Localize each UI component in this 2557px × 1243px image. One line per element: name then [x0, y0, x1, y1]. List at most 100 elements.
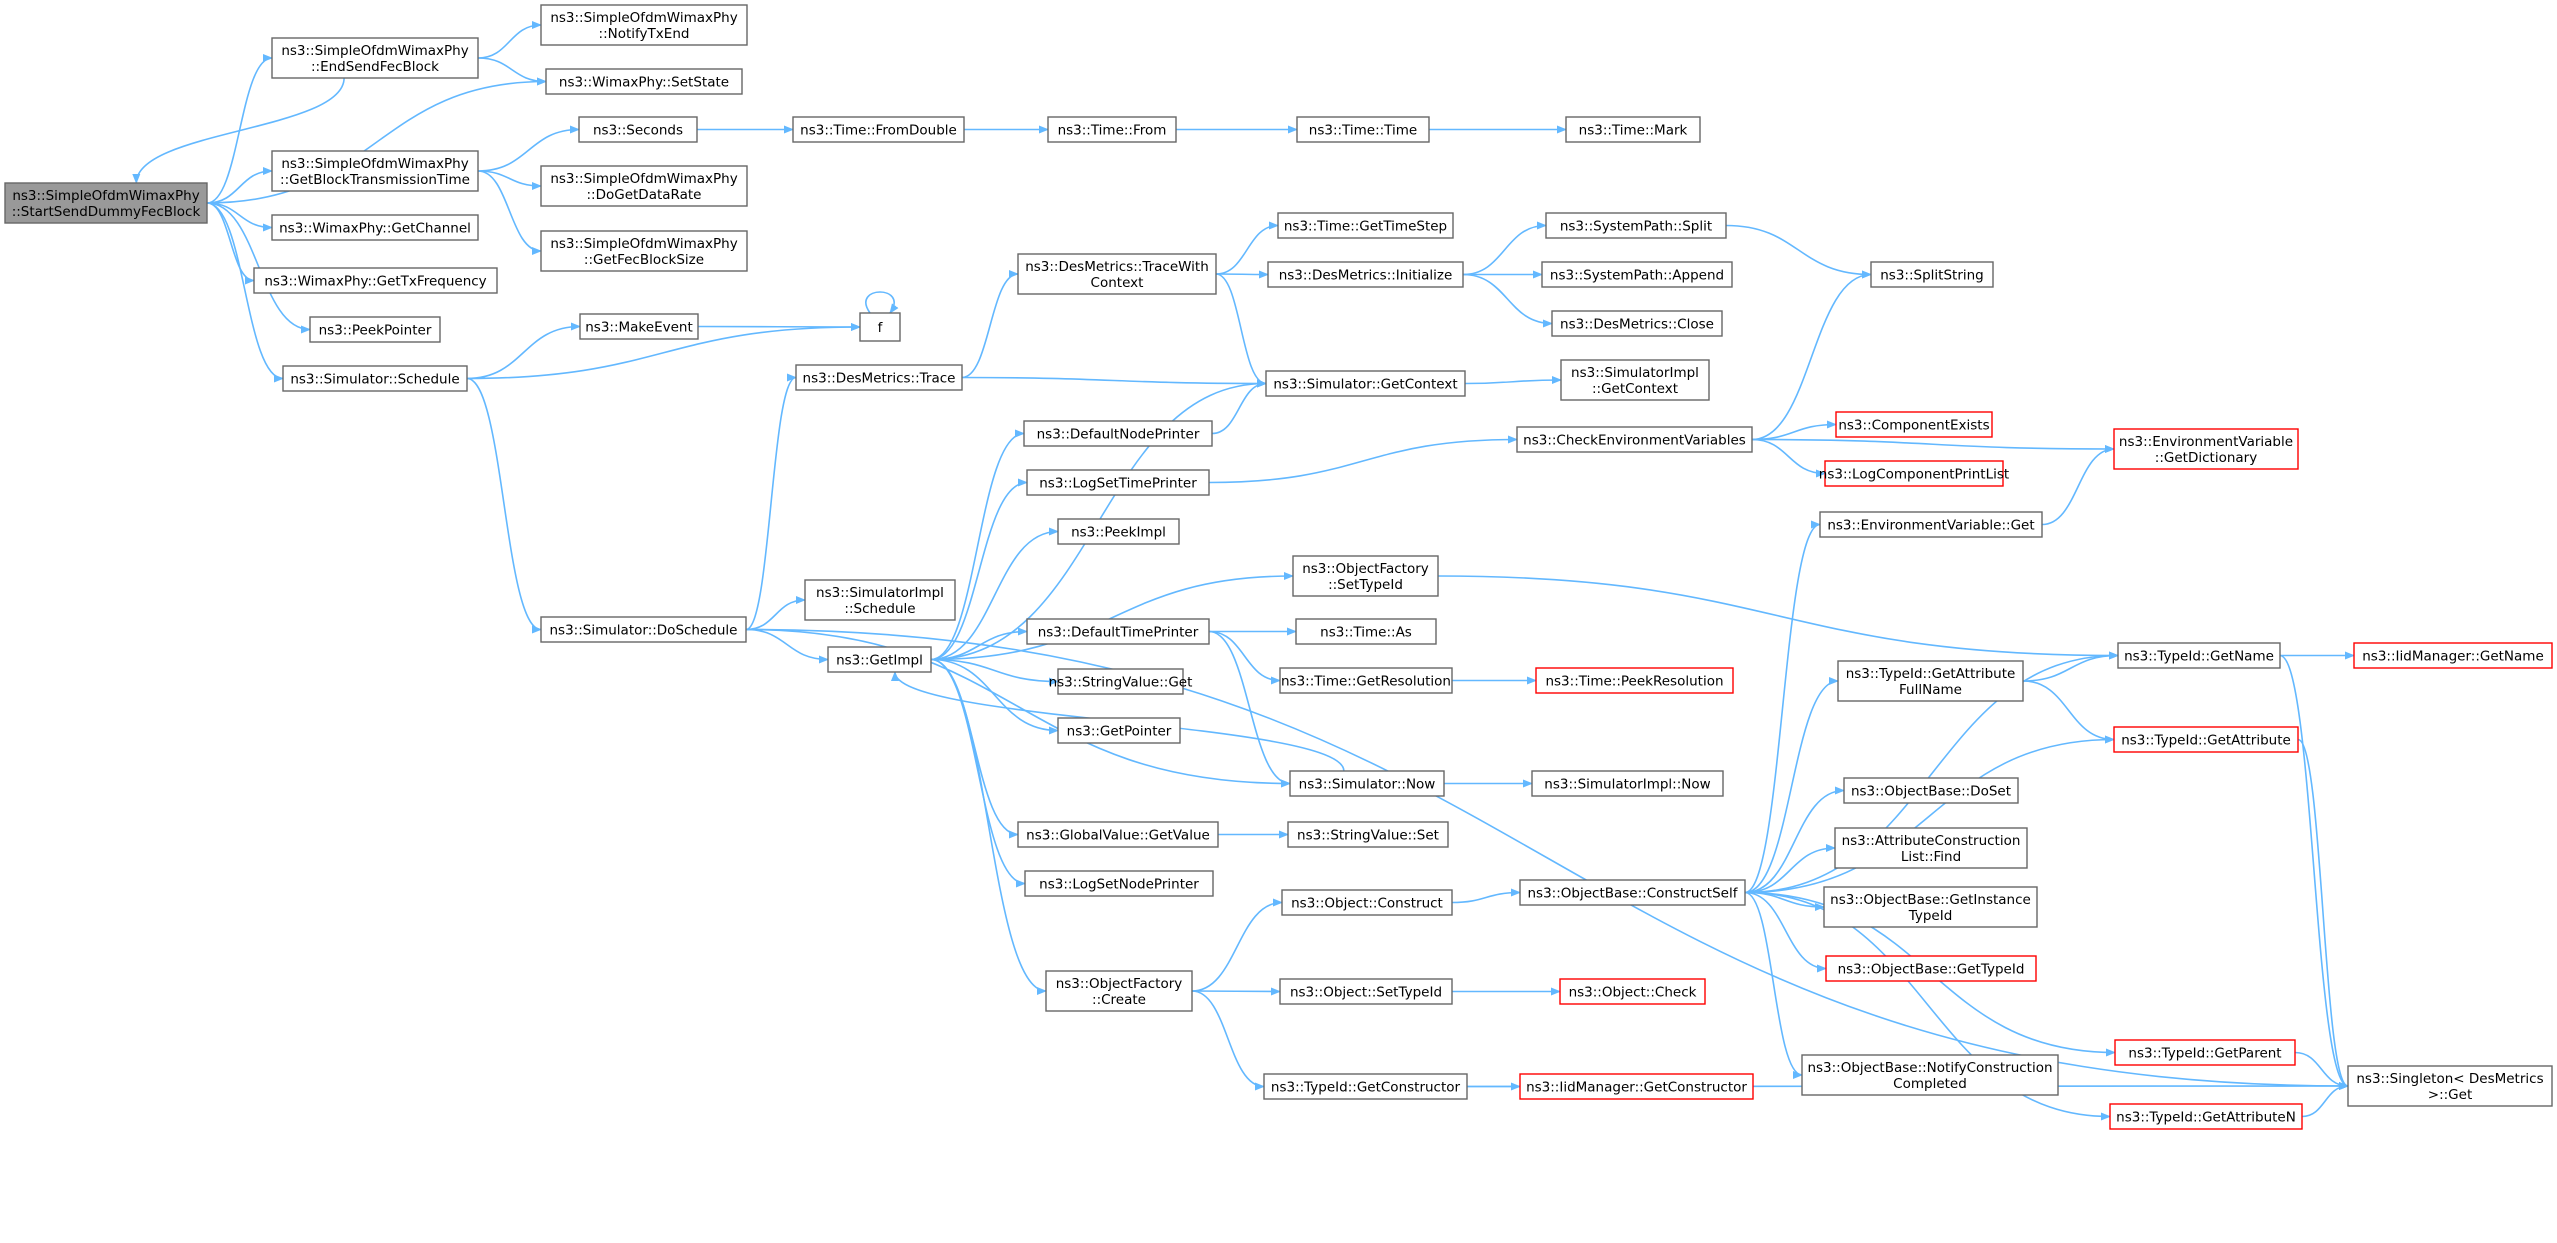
- node-fromDouble[interactable]: ns3::Time::FromDouble: [792, 116, 965, 143]
- node-doSchedule[interactable]: ns3::Simulator::DoSchedule: [540, 616, 747, 643]
- node-box-notifyTx[interactable]: [540, 4, 748, 46]
- node-spSplit[interactable]: ns3::SystemPath::Split: [1545, 212, 1727, 239]
- node-box-doGetDataRate[interactable]: [540, 165, 748, 207]
- node-getAttrN[interactable]: ns3::TypeId::GetAttributeN: [2109, 1103, 2303, 1130]
- node-box-defaultNodePrinter[interactable]: [1023, 420, 1213, 447]
- node-getTimeStep[interactable]: ns3::Time::GetTimeStep: [1277, 212, 1454, 239]
- node-objCheck[interactable]: ns3::Object::Check: [1559, 978, 1706, 1005]
- node-box-typeIdGetParent[interactable]: [2114, 1039, 2296, 1066]
- node-peekResolution[interactable]: ns3::Time::PeekResolution: [1535, 667, 1734, 694]
- node-simImplNow[interactable]: ns3::SimulatorImpl::Now: [1531, 770, 1724, 797]
- node-box-ofCreate[interactable]: [1045, 970, 1193, 1012]
- node-setState[interactable]: ns3::WimaxPhy::SetState: [545, 68, 743, 95]
- node-box-constructSelf[interactable]: [1519, 879, 1746, 906]
- node-box-spAppend[interactable]: [1541, 261, 1733, 288]
- node-box-simNow[interactable]: [1289, 770, 1445, 797]
- node-box-traceWithCtx[interactable]: [1017, 253, 1217, 295]
- node-box-getResolution[interactable]: [1279, 667, 1453, 694]
- node-box-typeIdGetName[interactable]: [2117, 642, 2281, 669]
- node-box-timeAs[interactable]: [1295, 618, 1437, 645]
- node-box-iidGetConstructor[interactable]: [1519, 1073, 1754, 1100]
- node-box-obDoSet[interactable]: [1843, 777, 2019, 804]
- node-iidGetConstructor[interactable]: ns3::IidManager::GetConstructor: [1519, 1073, 1754, 1100]
- node-box-singletonGet[interactable]: [2347, 1065, 2553, 1107]
- node-desClose[interactable]: ns3::DesMetrics::Close: [1551, 310, 1723, 337]
- node-box-peekResolution[interactable]: [1535, 667, 1734, 694]
- node-makeEvent[interactable]: ns3::MakeEvent: [579, 313, 699, 340]
- node-stringValueSet[interactable]: ns3::StringValue::Set: [1287, 821, 1449, 848]
- node-getTxFreq[interactable]: ns3::WimaxPhy::GetTxFrequency: [253, 267, 498, 294]
- node-simNow[interactable]: ns3::Simulator::Now: [1289, 770, 1445, 797]
- node-box-envGet[interactable]: [1819, 511, 2043, 538]
- node-root[interactable]: ns3::SimpleOfdmWimaxPhy::StartSendDummyF…: [4, 182, 208, 224]
- node-box-iidGetName[interactable]: [2353, 642, 2553, 669]
- node-box-endSend[interactable]: [271, 37, 479, 79]
- node-box-seconds[interactable]: [578, 116, 698, 143]
- node-endSend[interactable]: ns3::SimpleOfdmWimaxPhy::EndSendFecBlock: [271, 37, 479, 79]
- node-box-spSplit[interactable]: [1545, 212, 1727, 239]
- node-box-getAttrN[interactable]: [2109, 1103, 2303, 1130]
- node-getImpl[interactable]: ns3::GetImpl: [827, 646, 932, 673]
- node-box-getBlockTx[interactable]: [271, 150, 479, 192]
- node-box-timeMark[interactable]: [1565, 116, 1701, 143]
- node-box-stringValueGet[interactable]: [1057, 668, 1184, 695]
- node-box-logCompPrintList[interactable]: [1824, 460, 2004, 487]
- node-desTrace[interactable]: ns3::DesMetrics::Trace: [795, 364, 963, 391]
- node-timeTime[interactable]: ns3::Time::Time: [1296, 116, 1430, 143]
- node-simGetContext[interactable]: ns3::Simulator::GetContext: [1265, 370, 1466, 397]
- node-box-timeTime[interactable]: [1296, 116, 1430, 143]
- node-box-getConstructor[interactable]: [1263, 1073, 1468, 1100]
- node-box-attrCLFind[interactable]: [1834, 827, 2028, 869]
- node-singletonGet[interactable]: ns3::Singleton< DesMetrics>::Get: [2347, 1065, 2553, 1107]
- node-box-makeEvent[interactable]: [579, 313, 699, 340]
- node-spAppend[interactable]: ns3::SystemPath::Append: [1541, 261, 1733, 288]
- node-obDoSet[interactable]: ns3::ObjectBase::DoSet: [1843, 777, 2019, 804]
- node-getPointer[interactable]: ns3::GetPointer: [1057, 717, 1181, 744]
- node-box-typeIdGetAttr[interactable]: [2113, 726, 2299, 753]
- node-ofCreate[interactable]: ns3::ObjectFactory::Create: [1045, 970, 1193, 1012]
- node-box-f[interactable]: [859, 312, 901, 342]
- node-desInit[interactable]: ns3::DesMetrics::Initialize: [1267, 261, 1464, 288]
- node-box-getChannel[interactable]: [271, 214, 479, 241]
- node-box-stringValueSet[interactable]: [1287, 821, 1449, 848]
- node-logSetNodePrinter[interactable]: ns3::LogSetNodePrinter: [1024, 870, 1214, 897]
- node-checkEnv[interactable]: ns3::CheckEnvironmentVariables: [1516, 426, 1753, 453]
- node-box-peekPointer[interactable]: [309, 316, 441, 343]
- node-typeIdGetAttr[interactable]: ns3::TypeId::GetAttribute: [2113, 726, 2299, 753]
- node-box-simSchedule[interactable]: [282, 365, 468, 392]
- node-box-notifyConstruction[interactable]: [1801, 1054, 2059, 1096]
- node-box-getPointer[interactable]: [1057, 717, 1181, 744]
- node-timeFrom[interactable]: ns3::Time::From: [1047, 116, 1177, 143]
- node-envGetDict[interactable]: ns3::EnvironmentVariable::GetDictionary: [2113, 428, 2299, 470]
- node-getChannel[interactable]: ns3::WimaxPhy::GetChannel: [271, 214, 479, 241]
- node-objSetTypeId[interactable]: ns3::Object::SetTypeId: [1279, 978, 1453, 1005]
- node-box-root[interactable]: [4, 182, 208, 224]
- node-stringValueGet[interactable]: ns3::StringValue::Get: [1049, 668, 1193, 695]
- node-peekImpl[interactable]: ns3::PeekImpl: [1057, 518, 1180, 545]
- node-doGetDataRate[interactable]: ns3::SimpleOfdmWimaxPhy::DoGetDataRate: [540, 165, 748, 207]
- node-box-simImplSchedule[interactable]: [804, 579, 956, 621]
- node-iidGetName[interactable]: ns3::IidManager::GetName: [2353, 642, 2553, 669]
- node-simImplGetContext[interactable]: ns3::SimulatorImpl::GetContext: [1560, 359, 1710, 401]
- node-logCompPrintList[interactable]: ns3::LogComponentPrintList: [1819, 460, 2009, 487]
- node-objConstruct[interactable]: ns3::Object::Construct: [1281, 889, 1453, 916]
- node-box-obGetTypeId[interactable]: [1825, 955, 2037, 982]
- node-ofSetTypeId[interactable]: ns3::ObjectFactory::SetTypeId: [1292, 555, 1439, 597]
- node-logSetTimePrinter[interactable]: ns3::LogSetTimePrinter: [1026, 469, 1210, 496]
- node-defaultNodePrinter[interactable]: ns3::DefaultNodePrinter: [1023, 420, 1213, 447]
- node-notifyTx[interactable]: ns3::SimpleOfdmWimaxPhy::NotifyTxEnd: [540, 4, 748, 46]
- node-box-doSchedule[interactable]: [540, 616, 747, 643]
- node-box-simImplGetContext[interactable]: [1560, 359, 1710, 401]
- node-box-checkEnv[interactable]: [1516, 426, 1753, 453]
- node-box-getFecBlockSize[interactable]: [540, 230, 748, 272]
- node-box-objCheck[interactable]: [1559, 978, 1706, 1005]
- node-box-setState[interactable]: [545, 68, 743, 95]
- node-box-defaultTimePrinter[interactable]: [1026, 618, 1210, 645]
- node-box-componentExists[interactable]: [1835, 411, 1993, 438]
- node-getConstructor[interactable]: ns3::TypeId::GetConstructor: [1263, 1073, 1468, 1100]
- node-timeMark[interactable]: ns3::Time::Mark: [1565, 116, 1701, 143]
